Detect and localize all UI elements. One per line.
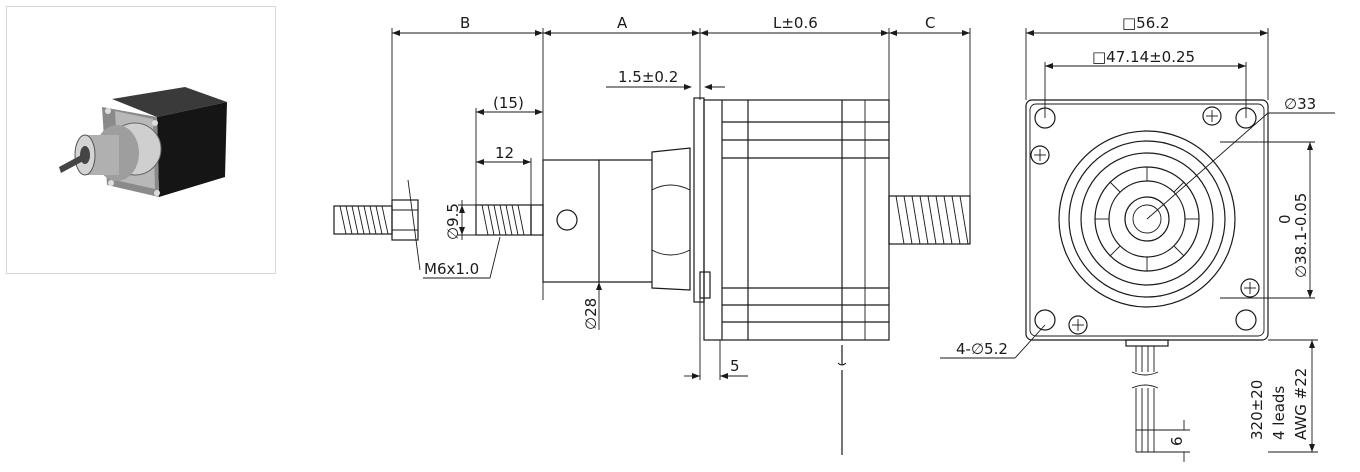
dim-b-label: B: [460, 14, 470, 32]
dim-holes-label: 4-∅5.2: [956, 340, 1008, 358]
product-photo: [6, 6, 276, 274]
dim-l-label: L±0.6: [773, 14, 818, 32]
dim-d28-label: ∅28: [582, 298, 600, 330]
dim-pilot-tol-label: 0: [1276, 214, 1294, 224]
dim-12-label: 12: [495, 144, 514, 162]
front-view: □56.2 □47.14±0.25: [940, 14, 1335, 462]
dim-square-label: □56.2: [1122, 14, 1170, 32]
dim-15-label: (15): [493, 94, 524, 112]
dim-5-label: 5: [730, 357, 740, 375]
screw-icon: [1068, 315, 1088, 335]
screw-icon: [1240, 278, 1260, 298]
dim-d33-label: ∅33: [1284, 95, 1316, 113]
dim-lead-length-label: 320±20: [1248, 380, 1266, 440]
dim-bolt-square-label: □47.14±0.25: [1092, 48, 1195, 66]
dim-d9-5-label: ∅9.5: [444, 203, 462, 240]
dim-awg-label: AWG #22: [1292, 368, 1310, 440]
dim-c-label: C: [925, 14, 935, 32]
side-view: B A L±0.6 C 1.5±0.2 (15) 12: [333, 14, 971, 455]
screw-icon: [1202, 106, 1222, 126]
dim-a-label: A: [617, 14, 628, 32]
motor-top-face: [112, 87, 227, 117]
screw-icon: [1030, 145, 1050, 165]
dim-6-label: 6: [1168, 436, 1186, 446]
dim-thread-label: M6x1.0: [424, 260, 479, 278]
stepper-motor-photo: [59, 87, 227, 197]
dim-leads-label: 4 leads: [1270, 386, 1288, 440]
dim-pilot-label: ∅38.1-0.05: [1292, 193, 1310, 278]
motor-side-face: [157, 102, 227, 197]
dim-flange-label: 1.5±0.2: [618, 68, 678, 86]
